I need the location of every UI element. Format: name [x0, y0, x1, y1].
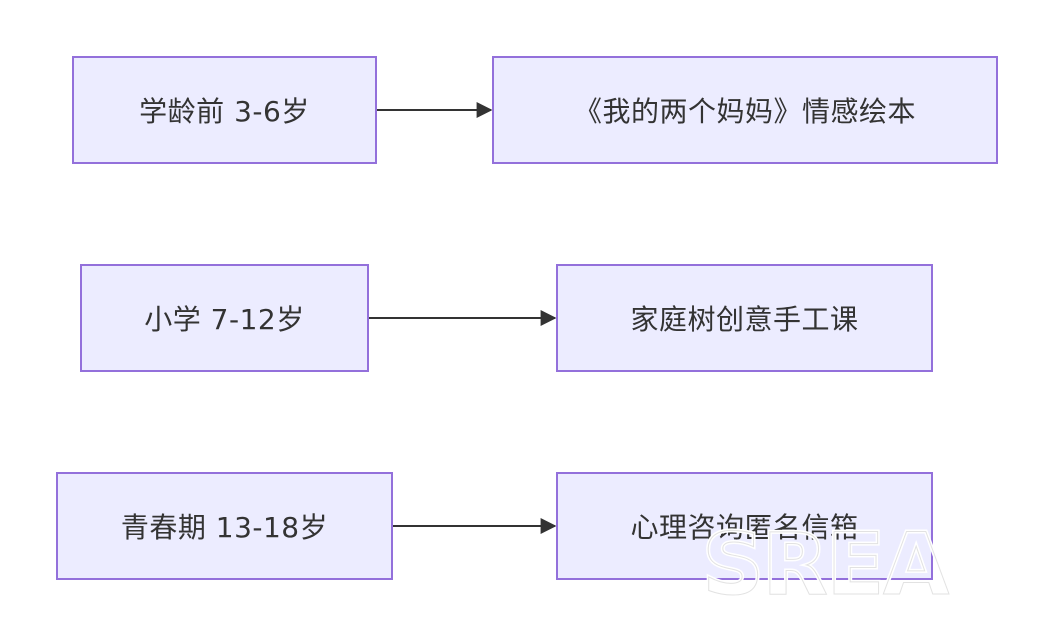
node-stage-primary-label: 小学 7-12岁: [144, 303, 305, 336]
node-stage-preschool-label: 学龄前 3-6岁: [139, 95, 310, 128]
node-stage-adolescence: 青春期 13-18岁: [56, 472, 393, 580]
node-activity-mailbox-label: 心理咨询匿名信箱: [630, 511, 859, 544]
node-activity-picture-book-label: 《我的两个妈妈》情感绘本: [573, 95, 916, 128]
node-stage-preschool: 学龄前 3-6岁: [72, 56, 377, 164]
node-activity-picture-book: 《我的两个妈妈》情感绘本: [492, 56, 998, 164]
node-stage-adolescence-label: 青春期 13-18岁: [120, 511, 329, 544]
node-activity-mailbox: 心理咨询匿名信箱: [556, 472, 933, 580]
node-stage-primary: 小学 7-12岁: [80, 264, 369, 372]
node-activity-family-tree: 家庭树创意手工课: [556, 264, 933, 372]
sun-icon: [973, 537, 1017, 581]
node-activity-family-tree-label: 家庭树创意手工课: [630, 303, 859, 336]
